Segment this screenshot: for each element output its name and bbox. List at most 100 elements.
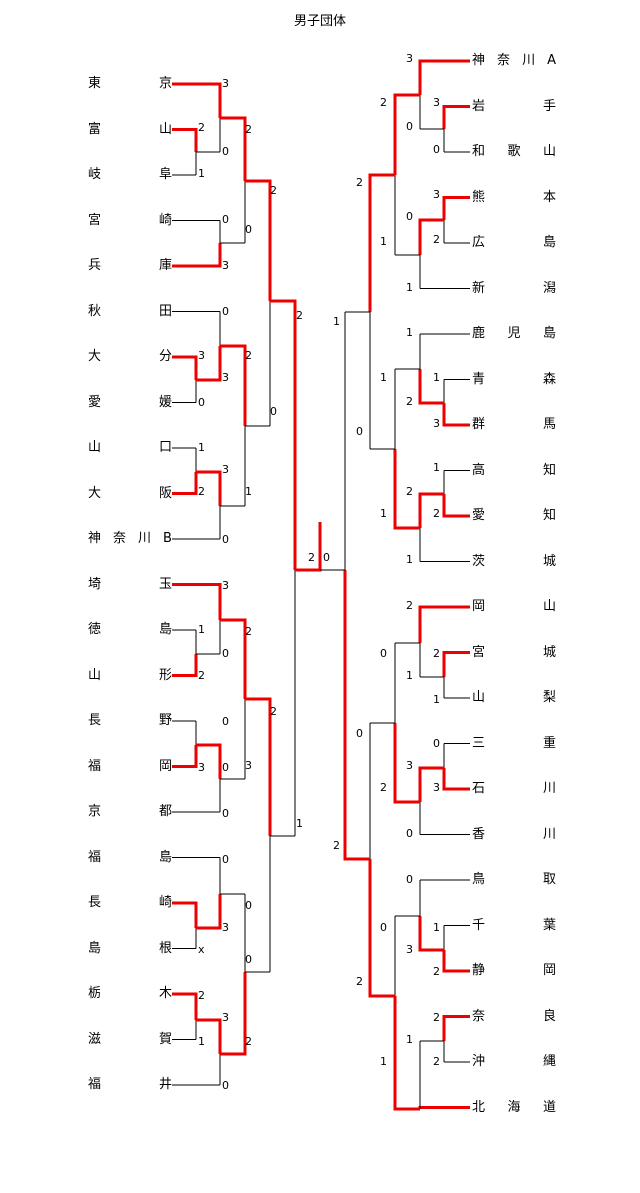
match-score: 3 [245,759,252,772]
team-name-char: 奈 [497,53,511,68]
bracket-line-win [245,179,272,301]
match-score: 0 [356,425,363,438]
team-name-char: 川 [522,53,536,68]
bracket-line-win [172,128,198,152]
match-score: 1 [433,921,440,934]
match-score: 0 [380,647,387,660]
team-name-char: 潟 [542,280,556,296]
team-name-char: 都 [158,804,172,819]
team-name-char: 城 [542,644,556,660]
match-score: x [198,943,205,956]
team-name-char: 山 [158,121,172,137]
team-left: 滋賀 [88,1032,172,1048]
team-name-char: 愛 [88,394,102,410]
team-name-char: 口 [158,440,172,455]
match-score: 1 [406,281,413,294]
bracket-line-win [196,470,222,506]
team-name-char: 沖 [472,1054,486,1069]
team-name-char: 島 [158,849,172,865]
team-left: 宮崎 [88,213,172,229]
match-score: 2 [198,121,205,134]
match-score: 2 [433,1055,440,1068]
bracket-line-win [220,618,247,699]
team-name-char: 長 [88,713,102,728]
team-right: 宮城 [472,645,556,661]
match-score: 1 [333,315,340,328]
match-score: 1 [380,1055,387,1068]
team-name-char: 児 [507,326,521,341]
team-name-char: 田 [158,303,172,319]
team-right: 鹿児島 [472,326,556,342]
team-left: 岐阜 [88,167,172,183]
team-right: 岡山 [472,599,556,615]
bracket-line-win [418,1106,470,1109]
match-score: 3 [433,96,440,109]
team-right: 奈良 [472,1009,556,1025]
match-score: 2 [245,123,252,136]
match-score: 1 [433,693,440,706]
match-score: 0 [222,647,229,660]
bracket-line-win [418,218,444,255]
team-name-char: 新 [472,280,486,296]
match-score: 0 [406,873,413,886]
match-score: 2 [245,625,252,638]
match-score: 0 [406,120,413,133]
bracket-line-win [172,243,222,268]
match-score: 3 [433,188,440,201]
bracket-line-win [418,369,444,405]
team-name-char: 福 [88,758,102,774]
match-score: 1 [406,1033,413,1046]
team-name-char: 川 [542,781,556,796]
team-name-char: 神 [88,531,102,546]
bracket-line-win [418,605,470,643]
match-score: 2 [406,485,413,498]
match-score: 0 [245,899,252,912]
match-score: 2 [433,647,440,660]
team-name-char: 川 [542,826,556,842]
team-left: 山形 [88,668,172,684]
match-score: 1 [198,1035,205,1048]
team-name-char: 奈 [113,531,127,546]
team-name-char: 島 [542,326,556,341]
team-name-char: 宮 [88,212,102,228]
team-name-char: 長 [88,895,102,910]
team-name-char: 京 [158,76,172,91]
match-score: 3 [406,759,413,772]
match-score: 0 [222,853,229,866]
team-right: 愛知 [472,508,556,524]
match-score: 3 [222,579,229,592]
bracket-line-win [393,93,420,175]
match-score: 3 [222,259,229,272]
bracket-line-win [343,570,370,861]
match-score: 3 [406,943,413,956]
match-score: 3 [198,761,205,774]
team-name-char: 本 [542,189,556,205]
team-name-char: 岡 [542,963,556,978]
team-name-char: 山 [88,440,102,455]
match-score: 0 [406,210,413,223]
team-left: 大分 [88,349,172,365]
bracket-line-win [172,355,198,380]
match-score: 0 [433,737,440,750]
match-score: 2 [198,669,205,682]
team-name-char: 三 [472,735,486,751]
team-name-char: 島 [88,940,102,956]
team-name-char: 山 [542,144,556,159]
bracket-line-win [393,723,420,804]
bracket-line-win [172,654,198,677]
team-right: 群馬 [472,417,556,433]
team-name-char: 広 [472,235,486,250]
team-name-char: 良 [542,1008,556,1024]
bracket-line-win [368,859,395,998]
match-score: 1 [245,485,252,498]
bracket-line-win [418,492,444,528]
team-name-char: 賀 [158,1031,172,1047]
team-name-char: 京 [88,804,102,819]
bracket-line-win [172,472,198,495]
team-name-char: 熊 [472,189,486,205]
team-name-char: 島 [542,235,556,250]
match-score: 0 [222,213,229,226]
team-name-char: 根 [158,940,172,956]
match-score: 2 [433,507,440,520]
match-score: 2 [308,551,315,564]
